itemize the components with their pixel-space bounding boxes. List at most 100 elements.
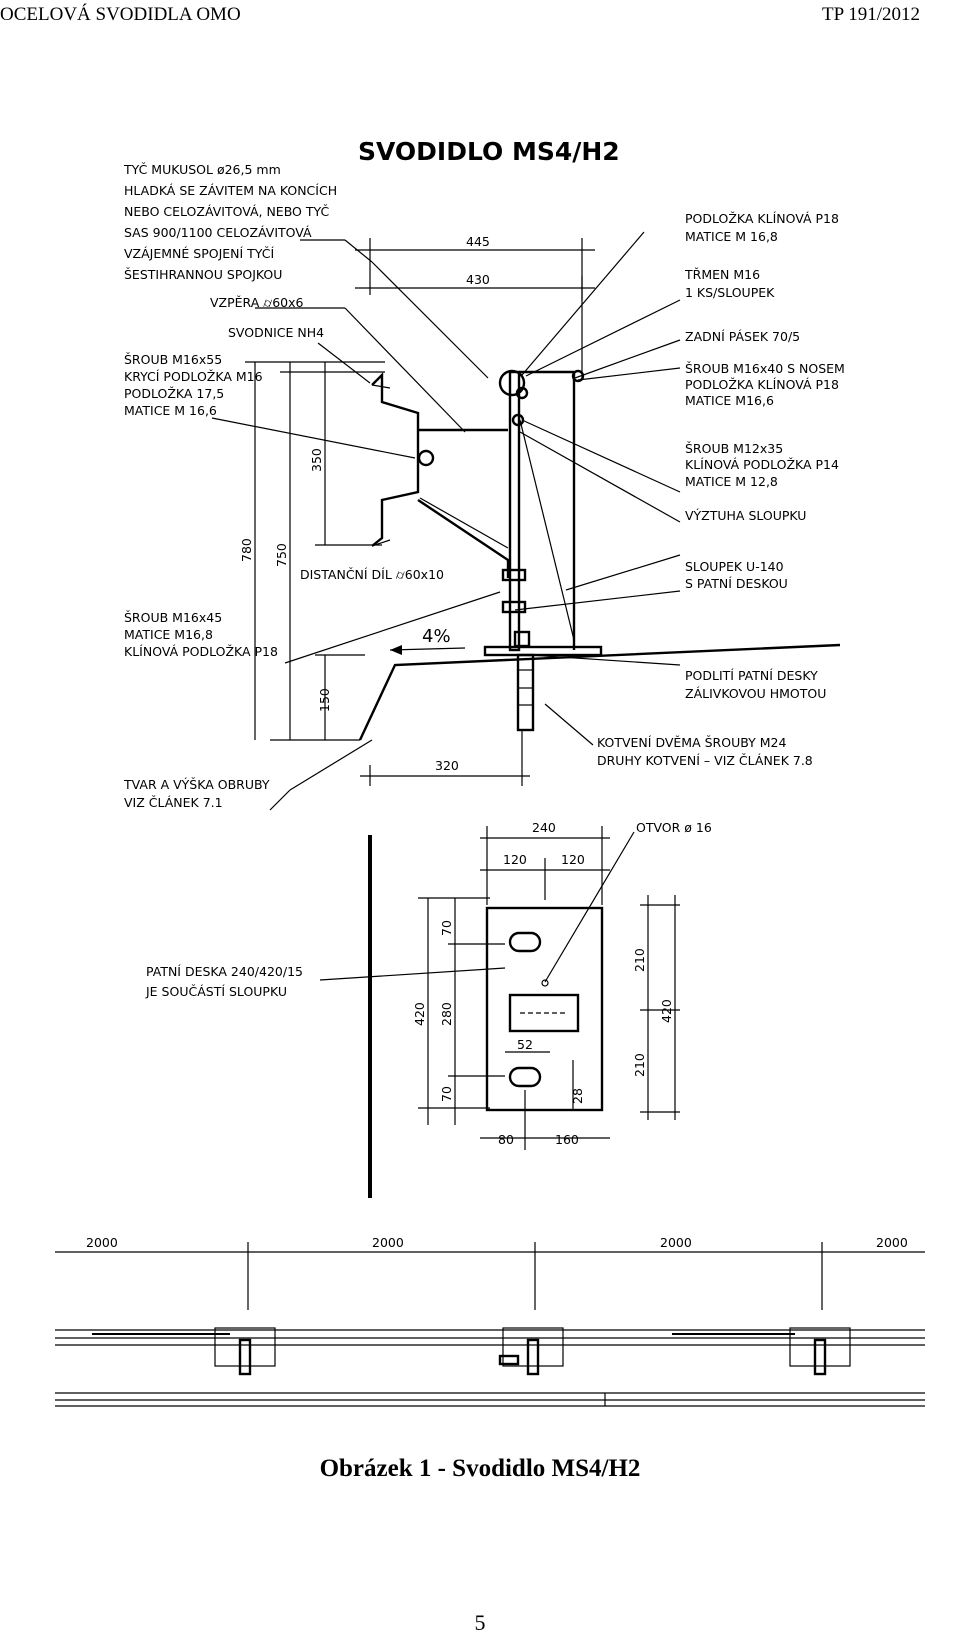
label-podlozka: PODLOŽKA KLÍNOVÁ P18 MATICE M 16,8 [685, 211, 839, 244]
svg-text:1 KS/SLOUPEK: 1 KS/SLOUPEK [685, 285, 775, 300]
spacing-2: 2000 [372, 1235, 404, 1250]
svg-text:MATICE M16,6: MATICE M16,6 [685, 393, 774, 408]
rail-nh4 [371, 372, 420, 547]
slope-label: 4% [422, 626, 451, 647]
figure-caption: Obrázek 1 - Svodidlo MS4/H2 [319, 1455, 641, 1482]
dim-210a: 210 [632, 948, 647, 972]
spacing-1: 2000 [86, 1235, 118, 1250]
dim-52: 52 [517, 1037, 533, 1052]
label-otvor: OTVOR ø 16 [636, 820, 712, 835]
svg-text:VIZ ČLÁNEK 7.1: VIZ ČLÁNEK 7.1 [124, 795, 223, 810]
dim-420a: 420 [412, 1002, 427, 1026]
svg-text:ŠROUB M12x35: ŠROUB M12x35 [685, 441, 783, 456]
svg-text:HLADKÁ SE ZÁVITEM NA KONCÍCH: HLADKÁ SE ZÁVITEM NA KONCÍCH [124, 183, 337, 198]
svg-text:SLOUPEK U-140: SLOUPEK U-140 [685, 559, 784, 574]
dim-70b: 70 [439, 1086, 454, 1102]
anchor-bolt [516, 653, 535, 732]
label-sroub-m12x35: ŠROUB M12x35 KLÍNOVÁ PODLOŽKA P14 MATICE… [685, 441, 839, 489]
header-right: TP 191/2012 [822, 4, 920, 25]
dim-120b: 120 [561, 852, 585, 867]
svg-text:PODLOŽKA KLÍNOVÁ P18: PODLOŽKA KLÍNOVÁ P18 [685, 377, 839, 392]
svg-text:PATNÍ DESKA 240/420/15: PATNÍ DESKA 240/420/15 [146, 964, 303, 979]
dim-240: 240 [532, 820, 556, 835]
label-sroub-m16x55: ŠROUB M16x55 KRYCÍ PODLOŽKA M16 PODLOŽKA… [124, 352, 263, 418]
plan-view [55, 1327, 925, 1407]
hole-16 [541, 979, 549, 987]
label-vyztuha: VÝZTUHA SLOUPKU [685, 508, 806, 523]
svg-text:PODLITÍ PATNÍ DESKY: PODLITÍ PATNÍ DESKY [685, 668, 818, 683]
label-vzpera: VZPĚRA ⌭60x6 [210, 295, 304, 310]
dimension-lines [245, 238, 595, 786]
svg-text:TŘMEN M16: TŘMEN M16 [684, 267, 760, 282]
label-kotveni: KOTVENÍ DVĚMA ŠROUBY M24 DRUHY KOTVENÍ –… [597, 735, 813, 768]
svg-text:KLÍNOVÁ PODLOŽKA P14: KLÍNOVÁ PODLOŽKA P14 [685, 457, 839, 472]
dim-160: 160 [555, 1132, 579, 1147]
svg-text:KOTVENÍ DVĚMA ŠROUBY M24: KOTVENÍ DVĚMA ŠROUBY M24 [597, 735, 786, 750]
svg-text:ŠROUB M16x55: ŠROUB M16x55 [124, 352, 222, 367]
dim-280: 280 [439, 1002, 454, 1026]
bolt-m16x45 [501, 568, 527, 582]
foot-plate-outline [485, 906, 604, 1112]
page-number: 5 [474, 1610, 486, 1635]
slope-arrow [389, 647, 466, 651]
label-patni-deska: PATNÍ DESKA 240/420/15 JE SOUČÁSTÍ SLOUP… [145, 964, 303, 999]
label-zadni-pasek: ZADNÍ PÁSEK 70/5 [685, 329, 800, 344]
svg-text:JE SOUČÁSTÍ SLOUPKU: JE SOUČÁSTÍ SLOUPKU [145, 984, 287, 999]
svg-text:PODLOŽKA KLÍNOVÁ P18: PODLOŽKA KLÍNOVÁ P18 [685, 211, 839, 226]
svg-text:ŠROUB M16x40 S NOSEM: ŠROUB M16x40 S NOSEM [685, 361, 845, 376]
dim-780: 780 [239, 538, 254, 562]
svg-text:NEBO CELOZÁVITOVÁ, NEBO TYČ: NEBO CELOZÁVITOVÁ, NEBO TYČ [124, 204, 329, 219]
label-svodnice: SVODNICE NH4 [228, 325, 324, 340]
label-distancni: DISTANČNÍ DÍL ⌭60x10 [300, 567, 444, 582]
svg-text:ZÁLIVKOVOU HMOTOU: ZÁLIVKOVOU HMOTOU [685, 686, 826, 701]
svg-text:ŠESTIHRANNOU SPOJKOU: ŠESTIHRANNOU SPOJKOU [124, 267, 282, 282]
post-stiffener [519, 419, 575, 641]
dim-420b: 420 [659, 999, 674, 1023]
spacer-piece [417, 499, 510, 578]
dim-70a: 70 [439, 920, 454, 936]
svg-text:KRYCÍ PODLOŽKA M16: KRYCÍ PODLOŽKA M16 [124, 369, 263, 384]
svg-text:SAS 900/1100 CELOZÁVITOVÁ: SAS 900/1100 CELOZÁVITOVÁ [124, 225, 312, 240]
foot-plate-detail [485, 906, 604, 1112]
svg-text:MATICE M 16,6: MATICE M 16,6 [124, 403, 217, 418]
plan-post-1 [214, 1327, 276, 1367]
post-section [508, 993, 580, 1033]
leader-lines [211, 231, 681, 983]
label-sroub-m16x40: ŠROUB M16x40 S NOSEM PODLOŽKA KLÍNOVÁ P1… [685, 361, 845, 408]
drawing-title: SVODIDLO MS4/H2 [358, 137, 620, 166]
svg-text:VZÁJEMNÉ SPOJENÍ TYČÍ: VZÁJEMNÉ SPOJENÍ TYČÍ [124, 246, 274, 261]
svg-text:KLÍNOVÁ PODLOŽKA P18: KLÍNOVÁ PODLOŽKA P18 [124, 644, 278, 659]
label-tvar: TVAR A VÝŠKA OBRUBY VIZ ČLÁNEK 7.1 [123, 777, 270, 810]
plan-spacing-dimensions [55, 1242, 925, 1310]
svg-text:TYČ MUKUSOL ø26,5 mm: TYČ MUKUSOL ø26,5 mm [123, 162, 281, 177]
label-podliti: PODLITÍ PATNÍ DESKY ZÁLIVKOVOU HMOTOU [685, 668, 826, 701]
label-trmen: TŘMEN M16 1 KS/SLOUPEK [684, 267, 775, 300]
post-u140 [508, 370, 521, 652]
spacing-4: 2000 [876, 1235, 908, 1250]
svg-text:MATICE M 16,8: MATICE M 16,8 [685, 229, 778, 244]
cross-section: 4% [270, 369, 841, 741]
clamp-bolt [498, 369, 526, 397]
svg-text:ŠROUB M16x45: ŠROUB M16x45 [124, 610, 222, 625]
plan-post-3 [789, 1327, 851, 1367]
svg-text:MATICE M 12,8: MATICE M 12,8 [685, 474, 778, 489]
spacing-3: 2000 [660, 1235, 692, 1250]
dim-80: 80 [498, 1132, 514, 1147]
svg-text:TVAR A VÝŠKA OBRUBY: TVAR A VÝŠKA OBRUBY [123, 777, 270, 792]
ground-line [358, 643, 841, 741]
dim-750: 750 [274, 543, 289, 567]
bolt-m16x55 [417, 449, 435, 467]
label-sloupek: SLOUPEK U-140 S PATNÍ DESKOU [685, 559, 788, 591]
plan-post-2 [502, 1327, 564, 1367]
dim-28: 28 [570, 1088, 585, 1104]
svg-text:MATICE M16,8: MATICE M16,8 [124, 627, 213, 642]
bolt-hole-bottom [508, 1066, 542, 1088]
foot-plate [483, 645, 603, 657]
bolt-hole-top [508, 931, 542, 953]
svg-text:PODLOŽKA 17,5: PODLOŽKA 17,5 [124, 386, 224, 401]
label-tyc: TYČ MUKUSOL ø26,5 mm HLADKÁ SE ZÁVITEM N… [123, 162, 337, 282]
label-sroub-m16x45: ŠROUB M16x45 MATICE M16,8 KLÍNOVÁ PODLOŽ… [124, 610, 278, 659]
svg-text:S PATNÍ DESKOU: S PATNÍ DESKOU [685, 576, 788, 591]
dim-320: 320 [435, 758, 459, 773]
